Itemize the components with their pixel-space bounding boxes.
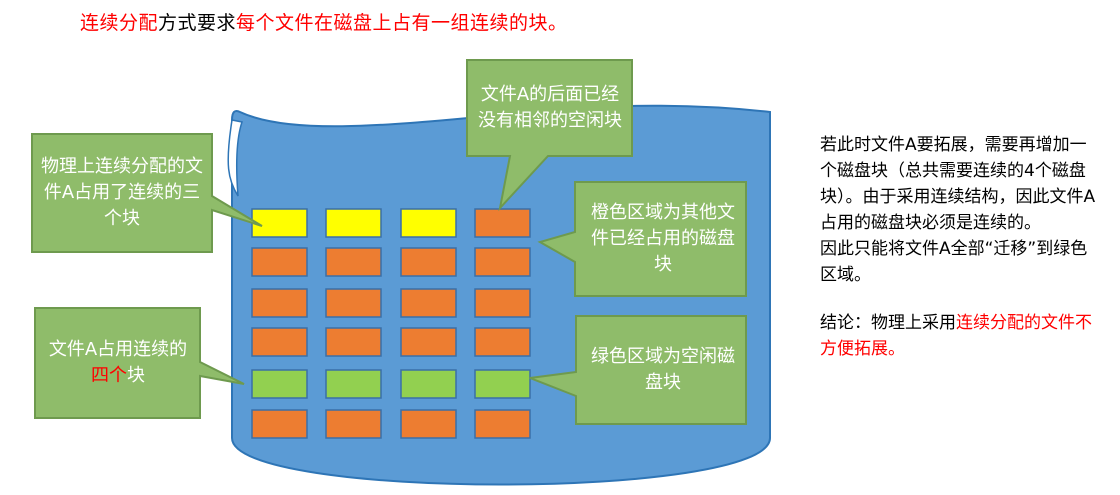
callout-physical-shape bbox=[31, 133, 263, 253]
callout-green-area-label: 绿色区域为空闲磁盘块 bbox=[591, 346, 735, 393]
four-blocks-highlight: 四个 bbox=[91, 365, 127, 386]
disk-block-orange bbox=[325, 409, 382, 439]
disk-blocks bbox=[251, 208, 531, 439]
callout-orange-area-text: 橙色区域为其他文件已经占用的磁盘块 bbox=[588, 186, 738, 292]
four-blocks-prefix: 文件A占用连续的 bbox=[48, 339, 188, 360]
disk-block-green bbox=[400, 369, 457, 399]
conclusion: 结论：物理上采用连续分配的文件不方便拓展。 bbox=[820, 310, 1100, 362]
callout-orange-area-shape bbox=[537, 181, 747, 297]
disk-block-orange bbox=[251, 288, 308, 318]
callout-green-area-shape bbox=[529, 315, 747, 425]
disk-block-orange bbox=[474, 327, 531, 357]
disk-block-orange bbox=[400, 327, 457, 357]
explanation-paragraph-2: 因此只能将文件A全部“迁移”到绿色区域。 bbox=[820, 239, 1088, 285]
page-title: 连续分配方式要求每个文件在磁盘上占有一组连续的块。 bbox=[80, 8, 568, 35]
callout-physical-label: 物理上连续分配的文件A占用了连续的三个块 bbox=[41, 156, 203, 229]
disk-block-green bbox=[251, 369, 308, 399]
disk-block-yellow bbox=[325, 208, 382, 238]
conclusion-prefix: 结论：物理上采用 bbox=[820, 313, 956, 333]
disk-block-orange bbox=[400, 288, 457, 318]
title-mid: 方式要求 bbox=[158, 12, 237, 34]
disk-block-green bbox=[325, 369, 382, 399]
four-blocks-suffix: 块 bbox=[127, 365, 145, 386]
disk-block-orange bbox=[325, 247, 382, 277]
disk-block-yellow bbox=[251, 208, 308, 238]
disk-block-orange bbox=[325, 327, 382, 357]
explanation-panel: 若此时文件A要拓展，需要再增加一个磁盘块（总共需要连续的4个磁盘块）。由于采用连… bbox=[820, 132, 1100, 362]
disk-block-orange bbox=[251, 409, 308, 439]
callout-green-area-text: 绿色区域为空闲磁盘块 bbox=[588, 320, 738, 420]
disk-block-yellow bbox=[400, 208, 457, 238]
disk-block-green bbox=[474, 369, 531, 399]
disk-block-orange bbox=[474, 208, 531, 238]
callout-no-adjacent-label: 文件A的后面已经没有相邻的空闲块 bbox=[478, 84, 622, 131]
callout-no-adjacent-text: 文件A的后面已经没有相邻的空闲块 bbox=[472, 64, 628, 152]
disk-block-orange bbox=[251, 327, 308, 357]
disk-block-orange bbox=[474, 247, 531, 277]
callout-physical-text: 物理上连续分配的文件A占用了连续的三个块 bbox=[36, 138, 208, 248]
conclusion-highlight: 连续分配的文件不方便拓展。 bbox=[820, 313, 1092, 359]
disk-block-orange bbox=[251, 247, 308, 277]
explanation-paragraph-1: 若此时文件A要拓展，需要再增加一个磁盘块（总共需要连续的4个磁盘块）。由于采用连… bbox=[820, 135, 1096, 233]
title-highlight-contiguous: 连续分配 bbox=[80, 12, 159, 34]
callout-orange-area-label: 橙色区域为其他文件已经占用的磁盘块 bbox=[591, 202, 735, 275]
callout-four-blocks-shape bbox=[34, 307, 245, 419]
disk-block-orange bbox=[474, 288, 531, 318]
disk-top-curl bbox=[227, 119, 243, 197]
disk-block-orange bbox=[400, 409, 457, 439]
callout-four-blocks-text: 文件A占用连续的四个块 bbox=[40, 312, 196, 414]
disk-block-orange bbox=[325, 288, 382, 318]
callout-four-blocks-label: 文件A占用连续的四个块 bbox=[40, 337, 196, 389]
disk-block-orange bbox=[400, 247, 457, 277]
callout-no-adjacent-shape bbox=[466, 59, 633, 212]
title-highlight-requirement: 每个文件在磁盘上占有一组连续的块。 bbox=[236, 12, 568, 34]
disk-block-orange bbox=[474, 409, 531, 439]
